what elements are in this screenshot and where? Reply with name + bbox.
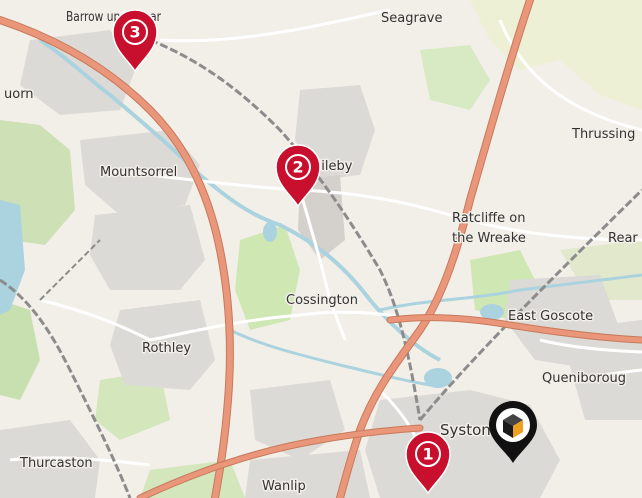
place-label-cossington: Cossington (286, 293, 358, 308)
park-area (420, 45, 490, 110)
place-label-wanlip: Wanlip (262, 479, 306, 494)
railway-lines (0, 38, 642, 498)
place-label-ratcliffe-line2: the Wreake (452, 231, 526, 246)
place-label-east-goscote: East Goscote (508, 309, 593, 324)
current-location-marker[interactable] (489, 401, 537, 463)
place-label-rearsby: Rear (608, 231, 638, 246)
map-marker-1[interactable]: 1 (405, 431, 451, 495)
lake (480, 304, 504, 320)
place-label-queniborough: Queniboroug (542, 371, 626, 386)
cube-location-icon (503, 414, 523, 438)
wood-area (0, 300, 40, 400)
place-label-thrussington: Thrussing (571, 127, 635, 142)
residential-area (245, 450, 370, 498)
map-marker-2[interactable]: 2 (275, 144, 321, 208)
stream (229, 328, 431, 387)
park-area (95, 370, 170, 440)
river-soar (38, 38, 441, 362)
marker-label: 2 (292, 158, 303, 177)
marker-label: 3 (129, 23, 140, 42)
place-label-syston: Syston (440, 421, 491, 439)
marker-badge (415, 441, 441, 467)
residential-area (560, 320, 642, 420)
residential-area (90, 205, 205, 290)
place-label-quorn: uorn (4, 87, 34, 102)
lake (263, 222, 277, 242)
river-wreake (379, 273, 642, 312)
place-label-thurcaston: Thurcaston (19, 456, 93, 471)
place-labels: Barrow upon Soar Seagrave uorn Mountsorr… (3, 9, 640, 496)
residential-area (110, 300, 215, 390)
field-area (560, 240, 642, 300)
marker-badge (285, 154, 311, 180)
place-label-rothley: Rothley (142, 341, 191, 356)
marker-label: 1 (422, 445, 433, 464)
place-label-mountsorrel: Mountsorrel (100, 165, 177, 180)
reservoir (0, 200, 25, 315)
park-area (235, 225, 300, 330)
lake (424, 368, 452, 388)
place-label-seagrave: Seagrave (381, 11, 442, 26)
map-marker-3[interactable]: 3 (112, 9, 158, 73)
marker-badge (122, 19, 148, 45)
place-label-ratcliffe-line1: Ratcliffe on (452, 211, 525, 226)
place-label-sileby: Sileby (313, 159, 353, 174)
farmland-area (540, 0, 642, 110)
